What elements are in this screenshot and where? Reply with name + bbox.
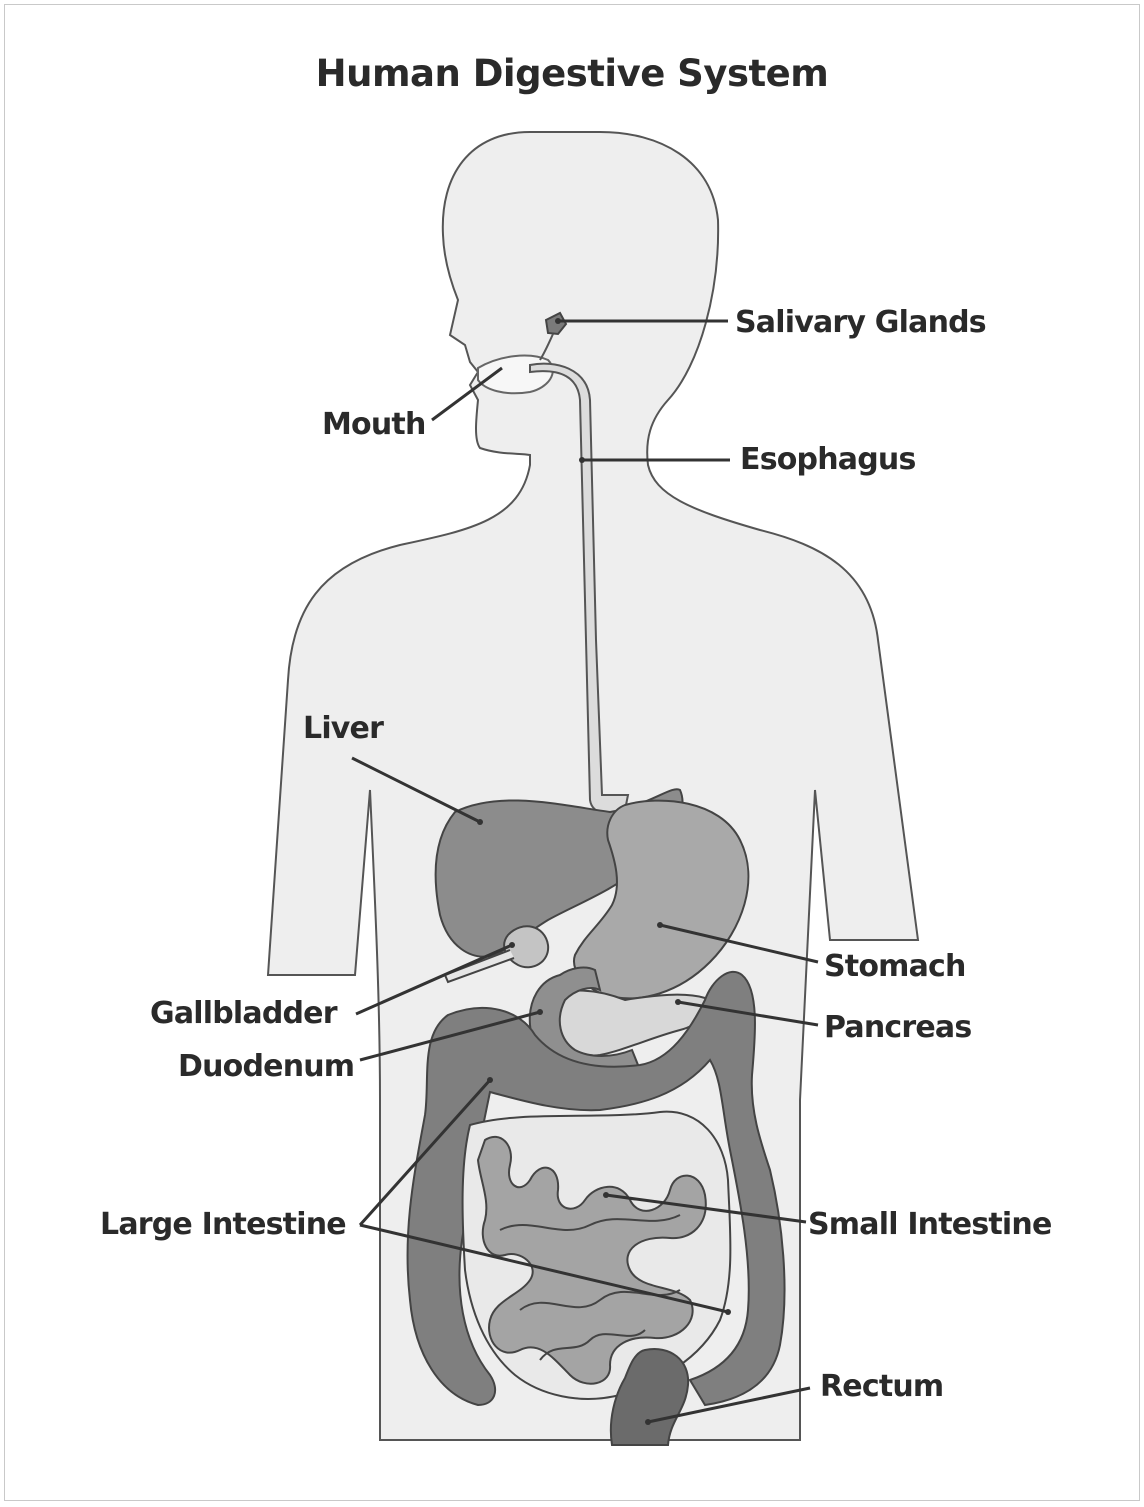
leader-dot-pancreas (675, 999, 681, 1005)
leader-dot-salivary (555, 318, 561, 324)
label-duodenum: Duodenum (178, 1052, 354, 1082)
label-salivary-glands: Salivary Glands (735, 308, 986, 338)
leader-dot-large-intestine-2 (725, 1309, 731, 1315)
label-small-intestine: Small Intestine (808, 1210, 1052, 1240)
label-mouth: Mouth (322, 410, 426, 440)
leader-dot-rectum (645, 1419, 651, 1425)
leader-dot-liver (477, 819, 483, 825)
leader-dot-large-intestine-1 (487, 1077, 493, 1083)
label-large-intestine: Large Intestine (100, 1210, 346, 1240)
label-pancreas: Pancreas (824, 1013, 971, 1043)
leader-dot-small-intestine (603, 1192, 609, 1198)
label-stomach: Stomach (824, 952, 966, 982)
leader-dot-duodenum (537, 1009, 543, 1015)
label-esophagus: Esophagus (740, 445, 916, 475)
small-intestine-group (463, 1112, 731, 1399)
label-rectum: Rectum (820, 1372, 943, 1402)
label-liver: Liver (303, 714, 383, 744)
leader-dot-gallbladder (509, 942, 515, 948)
leader-dot-stomach (657, 922, 663, 928)
leader-dot-esophagus (579, 457, 585, 463)
label-gallbladder: Gallbladder (150, 999, 337, 1029)
